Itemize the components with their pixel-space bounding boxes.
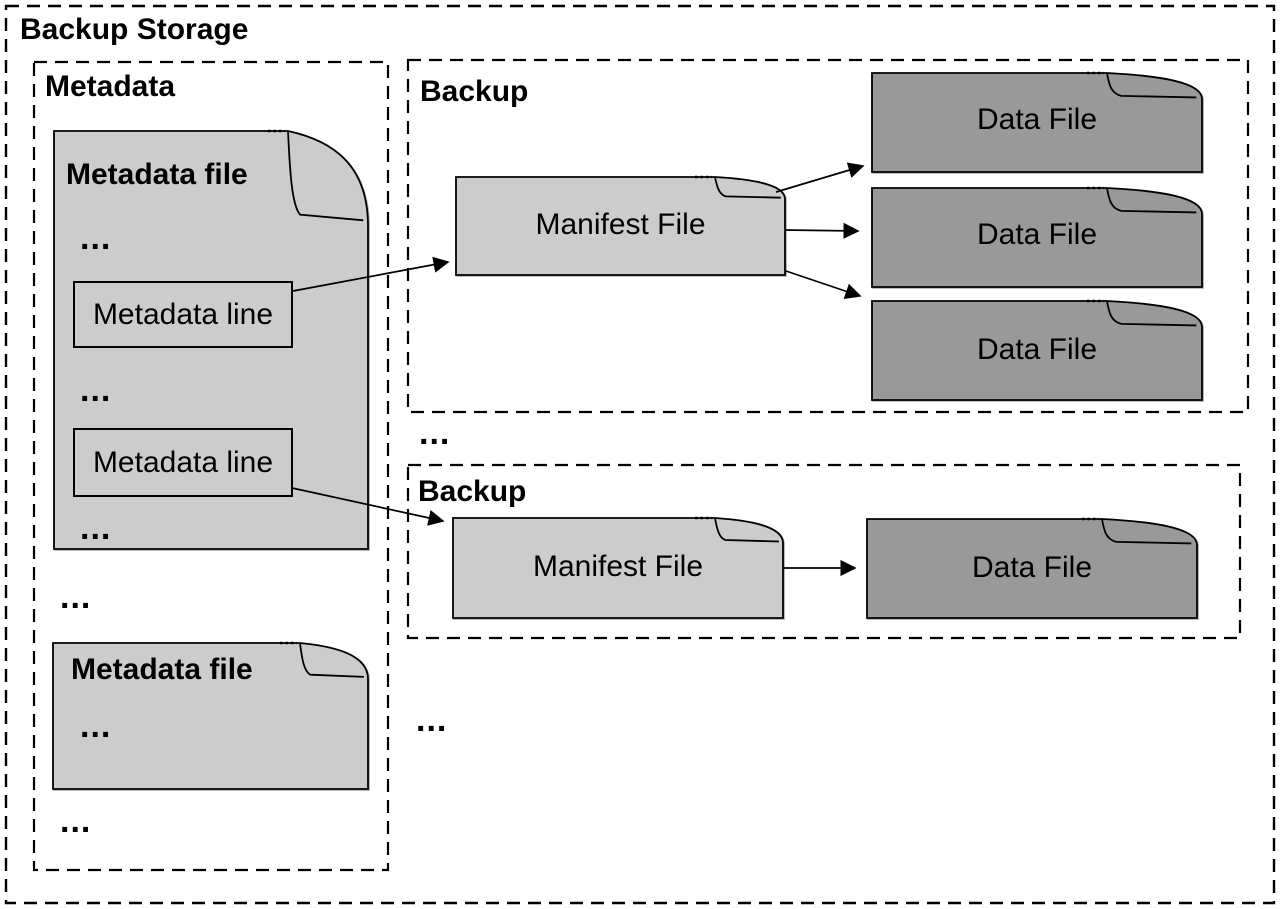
- metadata-file-1-shape: [53, 129, 369, 550]
- manifest-file-1-shape: [455, 175, 786, 276]
- data-file-1-label: Data File: [976, 103, 1098, 136]
- backup2-group-border: [406, 463, 1242, 640]
- metadata-line-2: Metadata line: [73, 428, 293, 497]
- backup2-group-label: Backup: [418, 475, 527, 508]
- metadata-line-2-label: Metadata line: [92, 445, 274, 479]
- metadata-file-2-ellipsis: ...: [80, 707, 112, 745]
- manifest-file-1-label: Manifest File: [535, 208, 706, 241]
- manifest-file-2-label: Manifest File: [532, 550, 704, 583]
- metadata-line-1: Metadata line: [73, 281, 293, 348]
- metadata-file-1-ellipsis-top: ...: [80, 219, 112, 257]
- metadata-file-2-shape: [52, 641, 369, 790]
- backup-storage-title: Backup Storage: [20, 13, 249, 46]
- arrow-metadata-line1-to-manifest1: [292, 256, 450, 292]
- data-file-3-label: Data File: [976, 333, 1098, 366]
- metadata-file-2-title: Metadata file: [71, 653, 253, 686]
- arrow-metadata-line2-to-manifest2: [291, 487, 445, 526]
- metadata-file-1-ellipsis-mid: ...: [80, 371, 112, 409]
- arrow-manifest1-to-datafile2: [784, 222, 860, 239]
- backup1-group-border: [406, 58, 1250, 414]
- backups-ellipsis-end: ...: [416, 701, 448, 739]
- data-file-2-shape: [871, 186, 1203, 288]
- data-file-2-label: Data File: [976, 218, 1098, 251]
- metadata-group-label: Metadata: [45, 70, 176, 103]
- arrow-manifest1-to-datafile3: [785, 270, 862, 299]
- arrow-manifest1-to-datafile1: [775, 162, 865, 193]
- metadata-file-1-ellipsis-bottom: ...: [80, 509, 112, 547]
- metadata-line-1-label: Metadata line: [92, 297, 274, 331]
- data-file-3-shape: [871, 299, 1203, 401]
- metadata-ellipsis-end: ...: [60, 802, 92, 840]
- backup-storage-border: [4, 4, 1276, 905]
- data-file-4-shape: [866, 517, 1198, 619]
- data-file-4-label: Data File: [971, 551, 1093, 584]
- backup1-group-label: Backup: [420, 75, 529, 108]
- metadata-ellipsis-between-files: ...: [60, 578, 92, 616]
- metadata-file-1-title: Metadata file: [66, 158, 248, 191]
- backups-ellipsis-between: ...: [419, 414, 451, 452]
- data-file-1-shape: [871, 71, 1203, 173]
- metadata-group-border: [32, 60, 390, 872]
